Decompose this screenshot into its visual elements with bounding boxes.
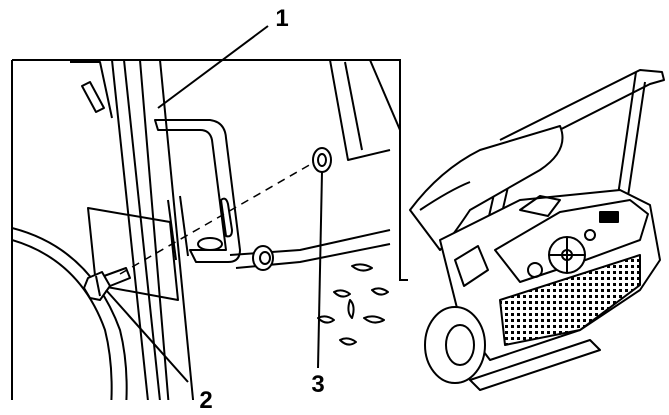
bolt-hidden-path [119, 159, 319, 275]
callout-3: 3 [311, 171, 325, 398]
front-tire-rim [445, 324, 475, 366]
tread-marks [317, 263, 389, 346]
bracket-rod-2 [179, 195, 189, 257]
callout-label-2: 2 [199, 387, 212, 414]
side-plate [87, 207, 179, 301]
control-dial-spokes [549, 237, 585, 273]
callout-1: 1 [157, 5, 289, 109]
detail-border [12, 59, 408, 281]
engine-top [519, 195, 561, 217]
frame-upright-back [139, 60, 171, 400]
handle-upper [499, 69, 665, 151]
bracket-hole [197, 237, 223, 251]
mount-bracket [154, 119, 241, 263]
snowblower-overview [409, 69, 665, 391]
bracket-slot [220, 197, 233, 238]
front-tire [424, 306, 486, 384]
scraper-bar [469, 339, 601, 391]
latch-tab [81, 81, 105, 113]
panel-label [599, 211, 619, 223]
engine-side [454, 245, 489, 287]
frame-nut-inner [259, 251, 271, 265]
auger-housing-arc-inner [12, 239, 113, 400]
callout-2: 2 [105, 289, 213, 414]
front-grill [499, 254, 641, 346]
chute-deflector [419, 181, 471, 211]
auger-housing-arc [12, 227, 128, 400]
handle-rail-left [111, 60, 151, 400]
frame-top-left [70, 61, 113, 119]
handle-rail-left-inner [123, 60, 163, 400]
frame-panel-right-2 [344, 61, 363, 151]
washer [312, 147, 332, 173]
bracket-rod [167, 199, 177, 261]
dial-small-left [527, 262, 543, 278]
callout-label-3: 3 [311, 371, 324, 398]
dial-small-right [584, 229, 596, 241]
detail-view [11, 59, 408, 400]
frame-panel-right [329, 60, 391, 161]
carriage-bolt [83, 267, 131, 301]
frame-edge-right [369, 60, 401, 131]
callout-label-1: 1 [275, 5, 288, 32]
